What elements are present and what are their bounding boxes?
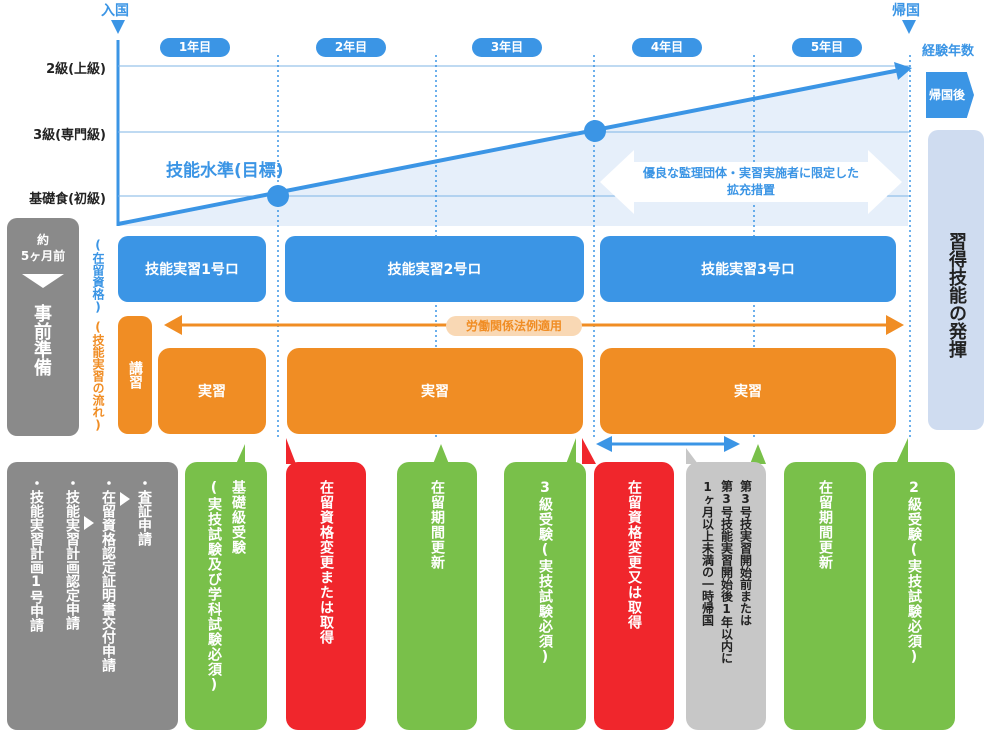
expansion-note: 優良な監理団体・実習実施者に限定した拡充措置 xyxy=(642,166,859,197)
prep-label: 事前準備 xyxy=(31,304,52,376)
card-status-change-1: 在留資格変更または取得 xyxy=(286,462,366,730)
card-grade2-exam: 2級受験(実技試験必須) xyxy=(873,462,955,730)
return-marker xyxy=(902,20,916,34)
prep-box xyxy=(7,218,79,436)
pointer-7 xyxy=(750,444,766,464)
card-temporary-return-text: 第3号技実習開始前または 第3号技能実習開始後1年以内に 1ヶ月以上未満の一時帰… xyxy=(700,480,753,664)
return-window-arrow-right xyxy=(724,436,740,452)
prep-step-4: ・査証申請 xyxy=(136,476,152,546)
labor-arrow-left xyxy=(164,315,182,335)
pointer-1 xyxy=(236,444,245,464)
card-period-renewal-1: 在留期間更新 xyxy=(397,462,477,730)
year-pill-1: 1年目 xyxy=(160,38,230,57)
target-line xyxy=(117,68,901,226)
practice-bar-1: 実習 xyxy=(158,348,266,434)
months-before: 約 5ヶ月前 xyxy=(20,233,66,263)
status-bar-3: 技能実習3号ロ xyxy=(600,236,896,302)
pointer-4 xyxy=(566,438,576,464)
return-window-arrow-left xyxy=(596,436,612,452)
card-basic-exam-text: 基礎級受験 (実技試験及び学科試験必須) xyxy=(206,480,246,694)
card-grade2-exam-text: 2級受験(実技試験必須) xyxy=(906,480,922,666)
card-period-renewal-1-text: 在留期間更新 xyxy=(429,480,445,570)
pointer-2 xyxy=(286,438,296,464)
status-bar-2: 技能実習2号ロ xyxy=(285,236,584,302)
entry-marker xyxy=(111,20,125,34)
card-grade3-exam: 3級受験(実技試験必須) xyxy=(504,462,586,730)
after-return-arrow xyxy=(926,72,974,118)
return-label: 帰国 xyxy=(892,3,920,19)
card-status-change-2-text: 在留資格変更又は取得 xyxy=(626,480,642,630)
target-label: 技能水準(目標) xyxy=(166,161,284,181)
prep-step-1: ・技能実習計画1号申請 xyxy=(28,476,44,632)
card-status-change-2: 在留資格変更又は取得 xyxy=(594,462,674,730)
step-arrow-2 xyxy=(120,492,130,506)
target-arrowhead xyxy=(894,62,912,80)
prep-steps-box xyxy=(7,462,178,730)
lecture-bar: 講習 xyxy=(118,316,152,434)
milestone-basic xyxy=(267,185,289,207)
pointer-6 xyxy=(686,448,698,464)
card-period-renewal-2: 在留期間更新 xyxy=(784,462,866,730)
card-period-renewal-2-text: 在留期間更新 xyxy=(817,480,833,570)
after-return-label: 帰国後 xyxy=(929,88,966,102)
year-pill-3: 3年目 xyxy=(472,38,542,57)
milestone-3 xyxy=(584,120,606,142)
flow-side-label: (技能実習の流れ) xyxy=(91,320,105,432)
level-2: 2級(上級) xyxy=(46,62,106,77)
status-bar-1: 技能実習1号ロ xyxy=(118,236,266,302)
level-3: 3級(専門級) xyxy=(33,128,106,143)
practice-bar-2: 実習 xyxy=(287,348,583,434)
card-grade3-exam-text: 3級受験(実技試験必須) xyxy=(537,480,553,666)
skill-use-panel: 習得技能の発揮 xyxy=(928,130,984,430)
labor-arrow-right xyxy=(886,315,904,335)
practice-bar-3: 実習 xyxy=(600,348,896,434)
card-temporary-return: 第3号技実習開始前または 第3号技能実習開始後1年以内に 1ヶ月以上未満の一時帰… xyxy=(686,462,766,730)
card-status-change-1-text: 在留資格変更または取得 xyxy=(318,480,334,645)
prep-step-2: ・技能実習計画認定申請 xyxy=(64,476,80,630)
year-pill-4: 4年目 xyxy=(632,38,702,57)
expansion-arrow xyxy=(600,150,902,214)
card-basic-exam: 基礎級受験 (実技試験及び学科試験必須) xyxy=(185,462,267,730)
pointer-8 xyxy=(896,438,908,464)
status-side-label: (在留資格) xyxy=(91,238,105,314)
experience-years-label: 経験年数 xyxy=(922,44,975,59)
pointer-5 xyxy=(582,438,596,464)
level-basic: 基礎食(初級) xyxy=(29,192,106,207)
prep-step-3: ・在留資格認定証明書交付申請 xyxy=(100,476,116,672)
year-pill-2: 2年目 xyxy=(316,38,386,57)
step-arrow-1 xyxy=(84,516,94,530)
entry-label: 入国 xyxy=(101,3,129,19)
pointer-3 xyxy=(433,444,449,464)
labor-law-pill: 労働関係法例適用 xyxy=(446,316,582,336)
prep-arrow xyxy=(22,274,64,288)
year-pill-5: 5年目 xyxy=(792,38,862,57)
